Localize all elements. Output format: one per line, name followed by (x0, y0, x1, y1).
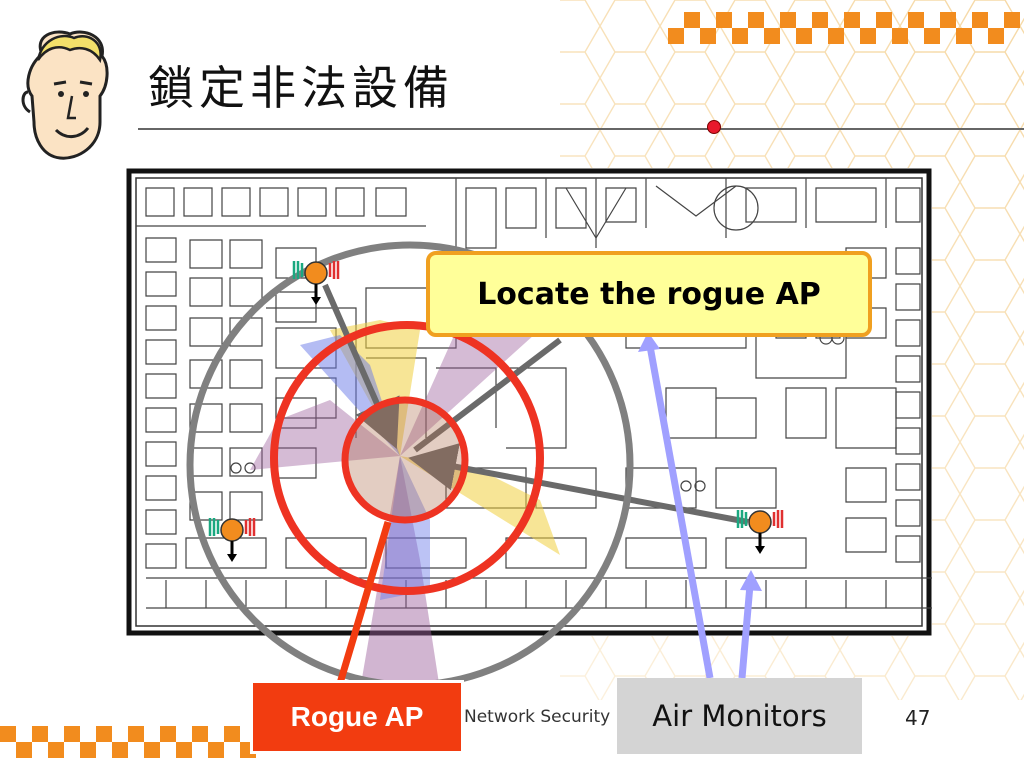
signal-fan-blue-2 (380, 456, 430, 600)
air-monitors-callout: Air Monitors (617, 678, 862, 754)
air-monitor-icon (208, 518, 256, 562)
range-ring-middle (270, 321, 544, 595)
red-dot-icon (707, 120, 721, 134)
air-monitor-icon (736, 510, 784, 554)
title-rule (138, 128, 1024, 130)
signal-fan-purple (250, 400, 400, 470)
locate-rogue-callout: Locate the rogue AP (426, 251, 872, 337)
slide-title: 鎖定非法設備 (148, 61, 454, 115)
monitor-arrow-1-head (638, 332, 660, 352)
checker-band-bottom (0, 726, 256, 758)
range-ring-inner (341, 396, 469, 524)
monitor-arrow-1 (646, 345, 714, 679)
cartoon-face-icon (21, 30, 109, 160)
page-number: 47 (905, 706, 931, 730)
monitor-arrow-2-head (740, 570, 762, 591)
footer-text: Network Security (464, 707, 611, 727)
signal-fan-purple-2 (360, 456, 440, 690)
monitor-arrow-2 (738, 584, 754, 679)
arrow-from-monitor-top (322, 283, 400, 449)
arrow-from-monitor-right (408, 443, 749, 525)
arrow-from-callout (413, 337, 562, 453)
rogue-ap-callout: Rogue AP (250, 680, 464, 754)
air-monitor-icon (292, 261, 340, 305)
checker-band-top (668, 12, 1020, 44)
rogue-pointer-line (334, 521, 392, 691)
